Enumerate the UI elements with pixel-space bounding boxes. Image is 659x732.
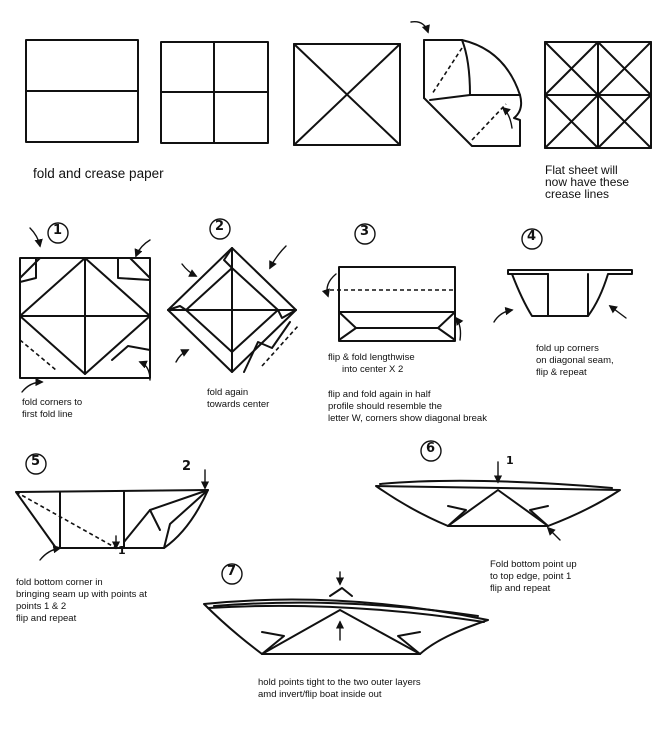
- caption-line: crease lines: [545, 187, 610, 201]
- caption-line: fold up corners: [536, 343, 599, 354]
- step-4-caption: fold up corners on diagonal seam, flip &…: [536, 343, 614, 379]
- step-4-number: 4: [527, 229, 537, 244]
- step-6-caption: Fold bottom point up to top edge, point …: [490, 559, 577, 595]
- step-7-figure: [203, 563, 489, 655]
- caption-line: hold points tight to the two outer layer…: [258, 677, 421, 688]
- step-3-extra-caption: flip and fold again in half profile shou…: [328, 389, 487, 425]
- step-7-caption: hold points tight to the two outer layer…: [258, 677, 421, 701]
- step-5-point-1-label: 1: [118, 544, 126, 557]
- step-1-figure: [19, 222, 151, 393]
- crease-step-quarters: [160, 41, 269, 144]
- step-1-caption: fold corners to first fold line: [22, 397, 82, 421]
- caption-line: first fold line: [22, 409, 73, 420]
- caption-fold-and-crease: fold and crease paper: [33, 166, 164, 181]
- crease-step-half: [25, 39, 139, 143]
- caption-line: Fold bottom point up: [490, 559, 577, 570]
- step-2-number: 2: [215, 219, 225, 234]
- crease-step-diagonals: [293, 43, 401, 146]
- step-6-figure: [375, 440, 621, 541]
- caption-line: flip and fold again in half: [328, 389, 431, 400]
- step-5-number: 5: [31, 454, 41, 469]
- step-2-figure: [167, 218, 299, 373]
- caption-line: amd invert/flip boat inside out: [258, 689, 382, 700]
- caption-line: into center X 2: [342, 364, 404, 375]
- step-7-number: 7: [227, 564, 237, 579]
- caption-line: points 1 & 2: [16, 601, 67, 612]
- step-2-caption: fold again towards center: [207, 387, 269, 411]
- caption-line: flip & fold lengthwise: [328, 352, 415, 363]
- caption-line: towards center: [207, 399, 270, 410]
- step-3-number: 3: [360, 224, 370, 239]
- caption-flat-sheet: Flat sheet will now have these crease li…: [545, 164, 629, 200]
- step-1-number: 1: [53, 223, 63, 238]
- caption-line: Flat sheet will: [545, 163, 618, 177]
- caption-line: flip and repeat: [16, 613, 77, 624]
- caption-line: bringing seam up with points at: [16, 589, 147, 600]
- caption-line: now have these: [545, 175, 630, 189]
- step-5-caption: fold bottom corner in bringing seam up w…: [16, 577, 147, 625]
- crease-step-folding-corners: [410, 21, 523, 147]
- step-6-point-1-label: 1: [506, 454, 514, 467]
- caption-line: fold bottom corner in: [16, 577, 103, 588]
- step-4-figure: [493, 228, 633, 323]
- caption-line: fold again: [207, 387, 249, 398]
- caption-line: profile should resemble the: [328, 401, 443, 412]
- caption-line: on diagonal seam,: [536, 355, 614, 366]
- step-3-caption: flip & fold lengthwise into center X 2: [328, 352, 415, 376]
- crease-step-final-sheet: [544, 41, 652, 149]
- caption-line: flip and repeat: [490, 583, 551, 594]
- caption-line: to top edge, point 1: [490, 571, 572, 582]
- step-5-figure: [15, 453, 210, 561]
- step-6-number: 6: [426, 441, 436, 456]
- step-3-figure: [321, 223, 464, 342]
- caption-line: flip & repeat: [536, 367, 587, 378]
- caption-line: letter W, corners show diagonal break: [328, 413, 487, 424]
- step-5-point-2-label: 2: [182, 459, 192, 474]
- caption-line: fold corners to: [22, 397, 83, 408]
